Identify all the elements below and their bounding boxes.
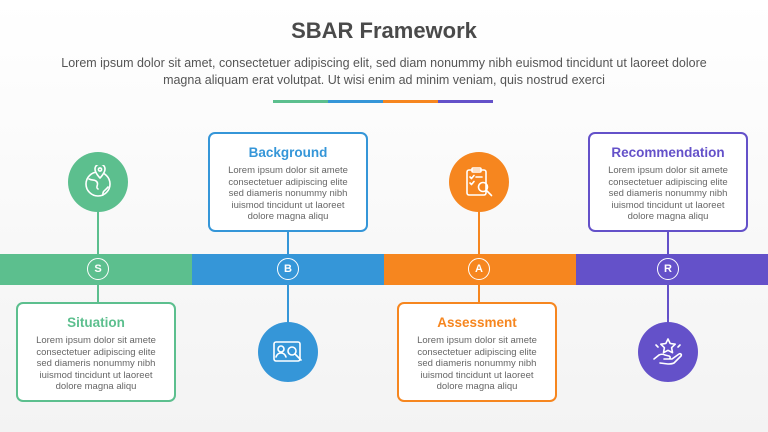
step-letter-b: B [277,258,299,280]
divider-segment-recommendation [438,100,493,103]
step-letter-r: R [657,258,679,280]
situation-box: Situation Lorem ipsum dolor sit amete co… [16,302,176,402]
page-title: SBAR Framework [291,18,477,43]
assessment-box: Assessment Lorem ipsum dolor sit amete c… [397,302,557,402]
connector-background-bottom [287,284,289,324]
background-icon-circle [258,322,318,382]
assessment-text: Lorem ipsum dolor sit amete consectetuer… [417,335,537,393]
profile-search-icon [273,341,302,362]
situation-icon-circle [68,152,128,212]
connector-situation-top [97,205,99,255]
connector-assessment-top [478,205,480,255]
divider-segment-situation [273,100,328,103]
background-title: Background [248,145,328,160]
connector-situation-bottom [97,284,99,304]
recommendation-box: Recommendation Lorem ipsum dolor sit ame… [588,132,748,232]
connector-background-top [287,231,289,255]
globe-location-icon [85,165,111,197]
background-text: Lorem ipsum dolor sit amete consectetuer… [228,165,348,223]
step-letter-s: S [87,258,109,280]
assessment-title: Assessment [437,315,517,330]
divider-segment-assessment [383,100,438,103]
clipboard-search-icon [466,167,493,197]
recommendation-icon-circle [638,322,698,382]
connector-assessment-bottom [478,284,480,304]
background-box: Background Lorem ipsum dolor sit amete c… [208,132,368,232]
hand-star-icon [653,338,683,365]
divider-segment-background [328,100,383,103]
page-subtitle: Lorem ipsum dolor sit amet, consectetuer… [61,56,707,87]
connector-recommendation-bottom [667,284,669,324]
step-letter-a: A [468,258,490,280]
situation-text: Lorem ipsum dolor sit amete consectetuer… [36,335,156,393]
recommendation-text: Lorem ipsum dolor sit amete consectetuer… [608,165,728,223]
situation-title: Situation [67,315,125,330]
assessment-icon-circle [449,152,509,212]
recommendation-title: Recommendation [611,145,725,160]
connector-recommendation-top [667,231,669,255]
